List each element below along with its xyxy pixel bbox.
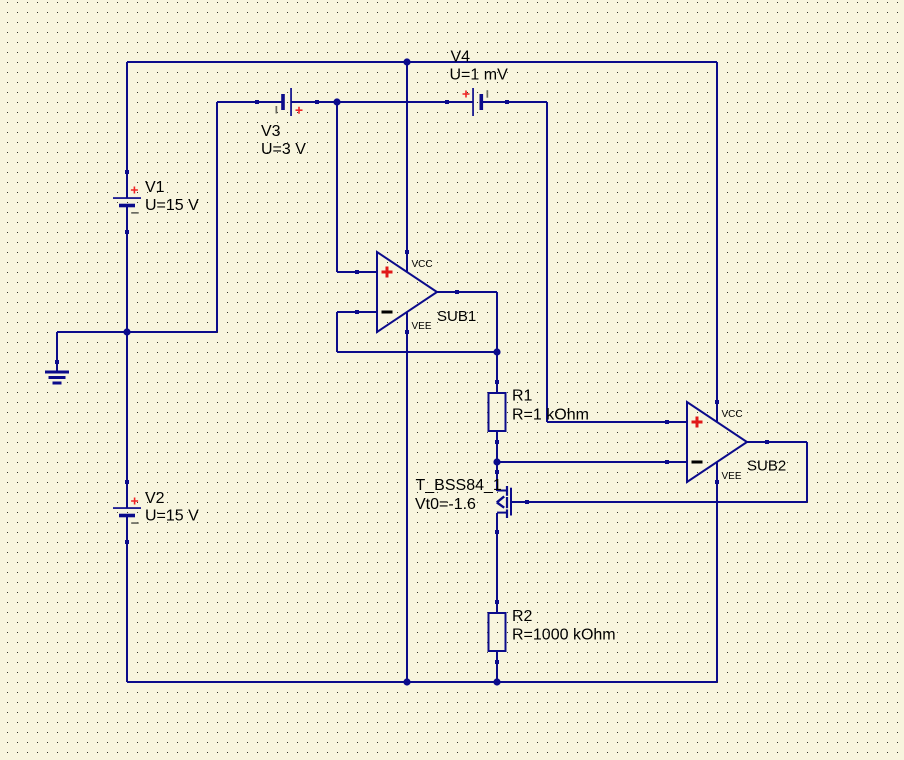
svg-text:V4: V4 (451, 49, 471, 66)
svg-text:V3: V3 (261, 123, 281, 140)
svg-text:VCC: VCC (412, 259, 433, 270)
svg-text:T_BSS84_1: T_BSS84_1 (416, 477, 502, 494)
svg-text:VEE: VEE (722, 471, 742, 482)
svg-text:U=15 V: U=15 V (145, 508, 199, 525)
svg-text:R1: R1 (512, 388, 533, 405)
svg-text:SUB2: SUB2 (747, 458, 786, 475)
svg-text:VCC: VCC (722, 409, 743, 420)
svg-text:R=1 kOhm: R=1 kOhm (512, 407, 589, 424)
svg-text:V2: V2 (145, 490, 165, 507)
svg-text:R2: R2 (512, 608, 533, 625)
svg-text:SUB1: SUB1 (437, 308, 476, 325)
svg-text:V1: V1 (145, 179, 165, 196)
svg-text:VEE: VEE (412, 321, 432, 332)
svg-text:U=15 V: U=15 V (145, 197, 199, 214)
svg-text:R=1000 kOhm: R=1000 kOhm (512, 627, 616, 644)
svg-text:U=3 V: U=3 V (261, 141, 306, 158)
svg-text:U=1 mV: U=1 mV (450, 67, 509, 84)
svg-text:Vt0=-1.6: Vt0=-1.6 (415, 496, 476, 513)
